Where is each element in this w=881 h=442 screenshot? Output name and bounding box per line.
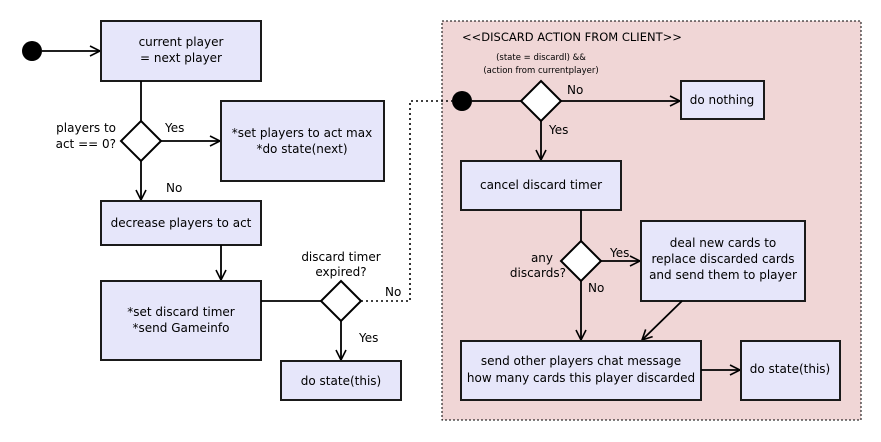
svg-text:how many cards this player dis: how many cards this player discarded [467,371,695,385]
send-chat-message-box: send other players chat message how many… [460,340,702,401]
players-to-act-zero-decision [119,119,163,163]
cond-yes-label: Yes [548,123,568,137]
zero-no-label: No [166,181,182,195]
svg-text:current player: current player [139,35,224,49]
cond-no-label: No [567,83,583,97]
do-nothing-box: do nothing [680,80,765,120]
svg-text:do state(this): do state(this) [750,362,830,376]
do-state-this-right-box: do state(this) [740,340,841,401]
svg-text:decrease players to act: decrease players to act [111,216,252,230]
discards-no-label: No [588,281,604,295]
start-node-right [452,91,472,111]
expired-yes-label: Yes [358,331,378,345]
svg-text:= next player: = next player [140,51,222,65]
any-discards-question-2: discards? [510,266,566,280]
discard-timer-expired-decision [319,279,363,323]
set-players-max-box: *set players to act max *do state(next) [220,100,385,182]
do-state-this-left-box: do state(this) [280,360,402,401]
cancel-discard-timer-box: cancel discard timer [460,160,622,211]
players-to-act-zero-question-2: act == 0? [56,137,116,151]
svg-text:replace discarded cards: replace discarded cards [651,252,794,266]
current-player-box: current player = next player [100,20,262,82]
region-title: <<DISCARD ACTION FROM CLIENT>> [462,30,682,44]
deal-new-cards-box: deal new cards to replace discarded card… [640,220,806,302]
svg-text:deal new cards to: deal new cards to [670,236,777,250]
svg-text:*do state(next): *do state(next) [256,142,347,156]
set-discard-timer-box: *set discard timer *send Gameinfo [100,280,262,361]
svg-text:cancel discard timer: cancel discard timer [480,178,602,192]
svg-text:do nothing: do nothing [690,93,755,107]
discard-timer-expired-question-2: expired? [315,265,366,279]
any-discards-question: any [531,251,553,265]
discards-yes-label: Yes [609,246,629,260]
decrease-players-box: decrease players to act [100,200,262,246]
start-node-left [22,41,42,61]
expired-no-label: No [385,285,401,299]
svg-text:and send them to player: and send them to player [649,268,797,282]
edge-expired-no-dotted [361,100,452,302]
condition-text-2: (action from currentplayer) [483,66,598,76]
zero-yes-label: Yes [164,121,184,135]
svg-text:*send Gameinfo: *send Gameinfo [133,321,230,335]
svg-text:*set discard timer: *set discard timer [127,305,235,319]
condition-text-1: (state = discardl) && [496,53,586,63]
edge-deal-to-chat [642,300,683,340]
svg-text:send other players chat messag: send other players chat message [481,354,681,368]
players-to-act-zero-question: players to [56,121,116,135]
svg-text:do state(this): do state(this) [301,374,381,388]
svg-text:*set players to act max: *set players to act max [232,126,372,140]
discard-timer-expired-question: discard timer [301,250,380,264]
